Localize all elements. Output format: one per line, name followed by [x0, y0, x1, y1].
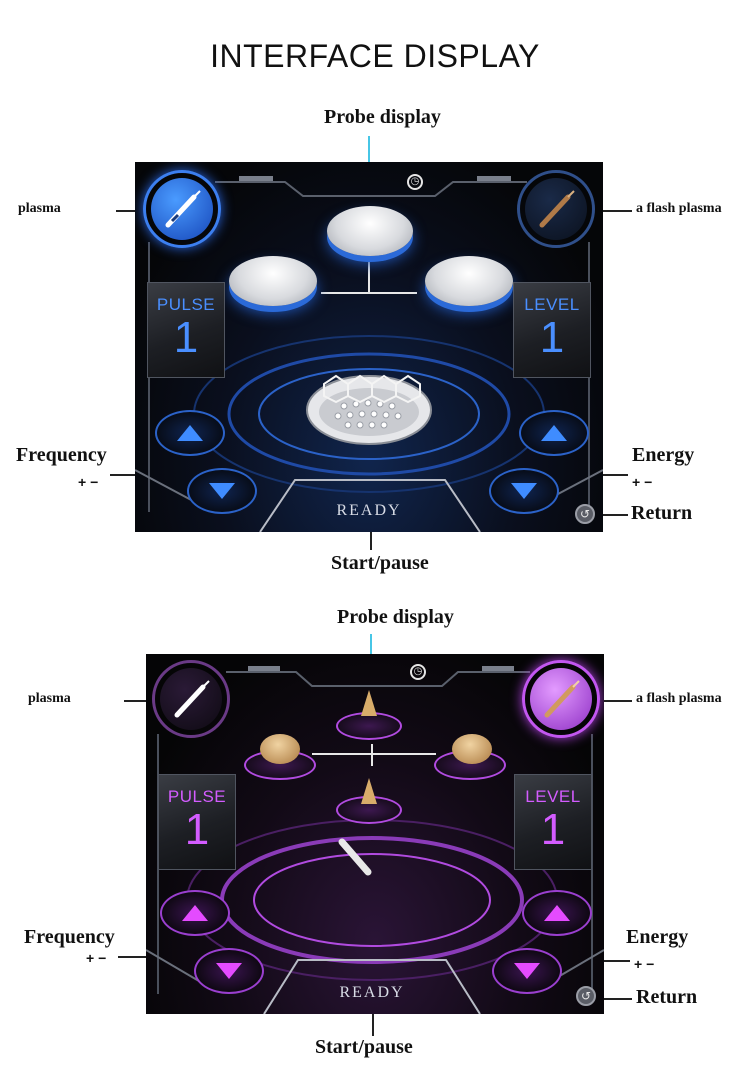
- probe-left: [260, 734, 300, 764]
- return-leader: [600, 998, 632, 1000]
- plasma-pen-icon: [174, 680, 210, 718]
- frequency-callout: Frequency: [24, 926, 115, 948]
- start-pause-button[interactable]: READY: [339, 984, 405, 1001]
- energy-callout: Energy: [626, 926, 689, 948]
- plasma-pen-icon: [165, 190, 201, 228]
- arrow-up-icon: [177, 425, 203, 441]
- probe-left[interactable]: [229, 256, 317, 306]
- energy-up-button[interactable]: [519, 410, 589, 456]
- device-screen-purple: ◷ PULSE 1 LEVEL 1 READY ↺: [146, 654, 604, 1014]
- level-display: LEVEL 1: [513, 282, 591, 378]
- flash-plasma-mode-button[interactable]: [522, 660, 600, 738]
- energy-down-button[interactable]: [492, 948, 562, 994]
- frequency-up-button[interactable]: [155, 410, 225, 456]
- arrow-up-icon: [544, 905, 570, 921]
- start-pause-button[interactable]: READY: [336, 502, 402, 519]
- flash-plasma-callout: a flash plasma: [636, 201, 722, 216]
- device-screen-blue: ◷ PULSE 1 LEVEL 1: [135, 162, 603, 532]
- plasma-callout: plasma: [28, 691, 71, 706]
- energy-callout: Energy: [632, 444, 695, 466]
- active-probe-head: [306, 374, 432, 445]
- probe-bottom: [361, 778, 377, 804]
- energy-down-button[interactable]: [489, 468, 559, 514]
- arrow-up-icon: [182, 905, 208, 921]
- frequency-down-button[interactable]: [194, 948, 264, 994]
- start-pause-callout: Start/pause: [315, 1036, 413, 1058]
- start-pause-leader: [370, 528, 372, 550]
- arrow-down-icon: [514, 963, 540, 979]
- level-value: 1: [540, 805, 566, 854]
- page-title: INTERFACE DISPLAY: [210, 38, 540, 74]
- level-value: 1: [539, 313, 565, 362]
- flash-plasma-callout: a flash plasma: [636, 691, 722, 706]
- flash-plasma-pen-icon: [544, 680, 580, 718]
- level-display: LEVEL 1: [514, 774, 592, 870]
- arrow-down-icon: [511, 483, 537, 499]
- probe-top: [361, 690, 377, 716]
- probe-display-callout: Probe display: [324, 106, 441, 128]
- energy-up-button[interactable]: [522, 890, 592, 936]
- arrow-down-icon: [216, 963, 242, 979]
- pulse-label: PULSE: [156, 295, 216, 314]
- pulse-label: PULSE: [167, 787, 227, 806]
- probe-top[interactable]: [327, 206, 413, 256]
- frequency-leader: [110, 474, 146, 476]
- probe-top-ring[interactable]: [336, 712, 402, 740]
- frequency-leader: [118, 956, 150, 958]
- level-label: LEVEL: [525, 787, 581, 806]
- probe-right[interactable]: [425, 256, 513, 306]
- probe-display-callout: Probe display: [337, 606, 454, 628]
- energy-plus-minus: + −: [632, 474, 653, 490]
- clock-icon[interactable]: ◷: [407, 174, 423, 190]
- clock-icon[interactable]: ◷: [410, 664, 426, 680]
- pulse-display: PULSE 1: [147, 282, 225, 378]
- flash-plasma-pen-icon: [539, 190, 575, 228]
- return-callout: Return: [631, 502, 693, 524]
- start-pause-leader: [372, 1014, 374, 1036]
- return-callout: Return: [636, 986, 698, 1008]
- energy-plus-minus: + −: [634, 956, 655, 972]
- frequency-down-button[interactable]: [187, 468, 257, 514]
- energy-leader: [598, 960, 630, 962]
- return-icon[interactable]: ↺: [576, 986, 596, 1006]
- pulse-value: 1: [184, 805, 210, 854]
- flash-plasma-leader: [598, 700, 632, 702]
- probe-right: [452, 734, 492, 764]
- plasma-mode-button[interactable]: [143, 170, 221, 248]
- flash-plasma-mode-button[interactable]: [517, 170, 595, 248]
- plasma-callout: plasma: [18, 201, 61, 216]
- pulse-value: 1: [173, 313, 199, 362]
- plasma-mode-button[interactable]: [152, 660, 230, 738]
- flash-plasma-leader: [594, 210, 632, 212]
- start-pause-callout: Start/pause: [331, 552, 429, 574]
- return-leader: [598, 514, 628, 516]
- frequency-plus-minus: + −: [86, 950, 107, 966]
- level-label: LEVEL: [524, 295, 580, 314]
- frequency-callout: Frequency: [16, 444, 107, 466]
- frequency-plus-minus: + −: [78, 474, 99, 490]
- plasma-leader: [116, 210, 152, 212]
- frequency-up-button[interactable]: [160, 890, 230, 936]
- pulse-display: PULSE 1: [158, 774, 236, 870]
- arrow-down-icon: [209, 483, 235, 499]
- plasma-leader: [124, 700, 154, 702]
- energy-leader: [594, 474, 628, 476]
- arrow-up-icon: [541, 425, 567, 441]
- return-icon[interactable]: ↺: [575, 504, 595, 524]
